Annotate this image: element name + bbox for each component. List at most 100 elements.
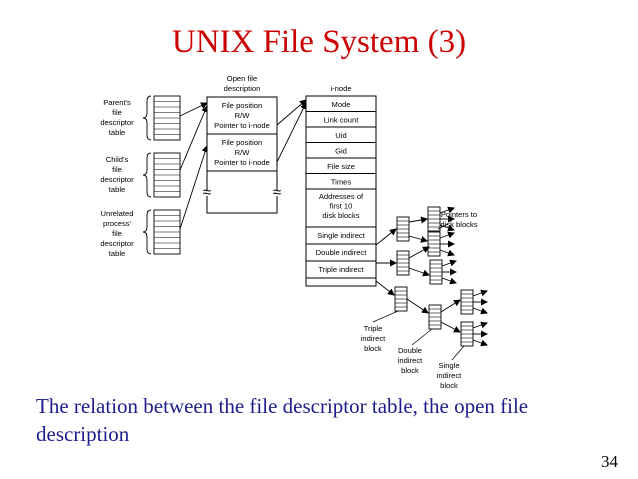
double-label-leader [411, 328, 433, 346]
disk-pointer-arrow [472, 289, 488, 297]
arrow-double-pointer [408, 246, 430, 259]
child-brace [142, 152, 152, 198]
inode-field-double-indirect: Double indirect [316, 248, 368, 257]
unrelated-label-line: descriptor [100, 239, 134, 248]
inode-field-file-size: File size [327, 162, 355, 171]
ofd-break-gap [200, 190, 284, 196]
single-indirect-block [460, 321, 474, 347]
pointers-label-leader [437, 223, 449, 230]
parent-descriptor-table [153, 95, 181, 141]
disk-pointer-arrow [439, 249, 455, 257]
inode-field-uid: Uid [335, 131, 346, 140]
single-indirect-block [429, 259, 443, 285]
arrow-triple-indirect [375, 280, 395, 296]
arrow-child-to-ofd [179, 105, 208, 171]
ofd-entry2-line: Pointer to i-node [214, 158, 270, 167]
ofd-entry2-line: File position [222, 138, 263, 147]
slide-caption: The relation between the file descriptor… [36, 394, 529, 446]
pointers-label-line: Pointers to [441, 210, 477, 219]
single-label-line: block [440, 381, 458, 390]
inode-outline [305, 95, 377, 287]
double-label-line: Double [398, 346, 422, 355]
unrelated-label-line: process' [103, 219, 132, 228]
arrow-triple-double-pointer [440, 299, 461, 313]
disk-pointer-arrow [472, 339, 488, 347]
inode-header: i-node [330, 84, 351, 93]
unrelated-label-line: file [112, 229, 122, 238]
unrelated-descriptor-table [153, 209, 181, 255]
inode-field-addresses: Addresses of [319, 192, 364, 201]
ofd-entry1-line: File position [222, 101, 263, 110]
indirect-structure [372, 206, 488, 361]
inode-field-triple-indirect: Triple indirect [318, 265, 364, 274]
ofd-entry2-line: R/W [235, 148, 251, 157]
parent-label-line: Parent's [103, 98, 131, 107]
disk-pointer-arrow [439, 206, 455, 214]
child-label-line: table [109, 185, 125, 194]
double-indirect-block [396, 250, 410, 276]
inode-field-link-count: Link count [324, 116, 360, 125]
disk-pointer-arrow [441, 259, 457, 267]
single-label-leader [451, 345, 465, 361]
triple-indirect-block [394, 286, 408, 312]
ofd-entry1-line: R/W [235, 111, 251, 120]
child-label-line: descriptor [100, 175, 134, 184]
double-label-line: indirect [398, 356, 423, 365]
arrow-parent-to-ofd [179, 102, 208, 117]
unrelated-label-line: table [109, 249, 125, 258]
parent-label-line: file [112, 108, 122, 117]
disk-pointer-arrow [441, 277, 457, 285]
parent-brace [142, 95, 152, 141]
triple-label-line: block [364, 344, 382, 353]
unrelated-label-line: Unrelated [101, 209, 134, 218]
parent-label-line: descriptor [100, 118, 134, 127]
slide-title: UNIX File System (3) [171, 24, 467, 60]
arrow-double-pointer [408, 267, 430, 277]
ofd-break-mark-left: ≈ [203, 184, 211, 201]
arrow-single-indirect [375, 228, 397, 246]
unrelated-brace [142, 209, 152, 255]
ofd-entry1-line: Pointer to i-node [214, 121, 270, 130]
child-descriptor-table [153, 152, 181, 198]
single-indirect-block [460, 289, 474, 315]
disk-pointer-arrow [439, 231, 455, 239]
inode-field-times: Times [331, 178, 352, 187]
inode-field-addresses: first 10 [330, 202, 353, 211]
parent-table-slots [153, 95, 181, 141]
inode-field-mode: Mode [332, 100, 351, 109]
disk-pointer-arrow [472, 321, 488, 329]
ofd-break-mark-right: ≈ [273, 184, 281, 201]
pointer-block [427, 206, 441, 232]
arrow-triple-pointer [406, 298, 429, 314]
disk-pointer-arrow [472, 307, 488, 315]
unrelated-table-slots [153, 209, 181, 255]
inode-field-single-indirect: Single indirect [317, 231, 366, 240]
arrow-unrelated-to-ofd [179, 145, 209, 230]
single-label-line: Single [438, 361, 459, 370]
parent-label-line: table [109, 128, 125, 137]
triple-label-line: indirect [361, 334, 386, 343]
pointers-label-line: disk blocks [440, 220, 477, 229]
triple-label-line: Triple [364, 324, 383, 333]
arrow-ofd2-to-inode [276, 102, 307, 163]
arrow-single-pointer [408, 216, 428, 224]
child-table-slots [153, 152, 181, 198]
double-indirect-block [428, 304, 442, 330]
inode-field-addresses: disk blocks [322, 211, 359, 220]
open-file-header-line1: Open file [227, 74, 257, 83]
disk-pointer-arrow [439, 224, 455, 232]
parent-label: Parent's file descriptor table [100, 98, 134, 137]
inode-field-gid: Gid [335, 147, 347, 156]
page-number: 34 [601, 452, 618, 471]
child-label: Child's file descriptor table [100, 155, 134, 194]
pointer-block [427, 231, 441, 257]
single-indirect-block [396, 216, 410, 242]
triple-label-leader [372, 310, 399, 323]
arrow-triple-double-pointer [440, 321, 461, 333]
child-label-line: file [112, 165, 122, 174]
arrow-single-pointer [408, 235, 428, 243]
child-label-line: Child's [106, 155, 129, 164]
